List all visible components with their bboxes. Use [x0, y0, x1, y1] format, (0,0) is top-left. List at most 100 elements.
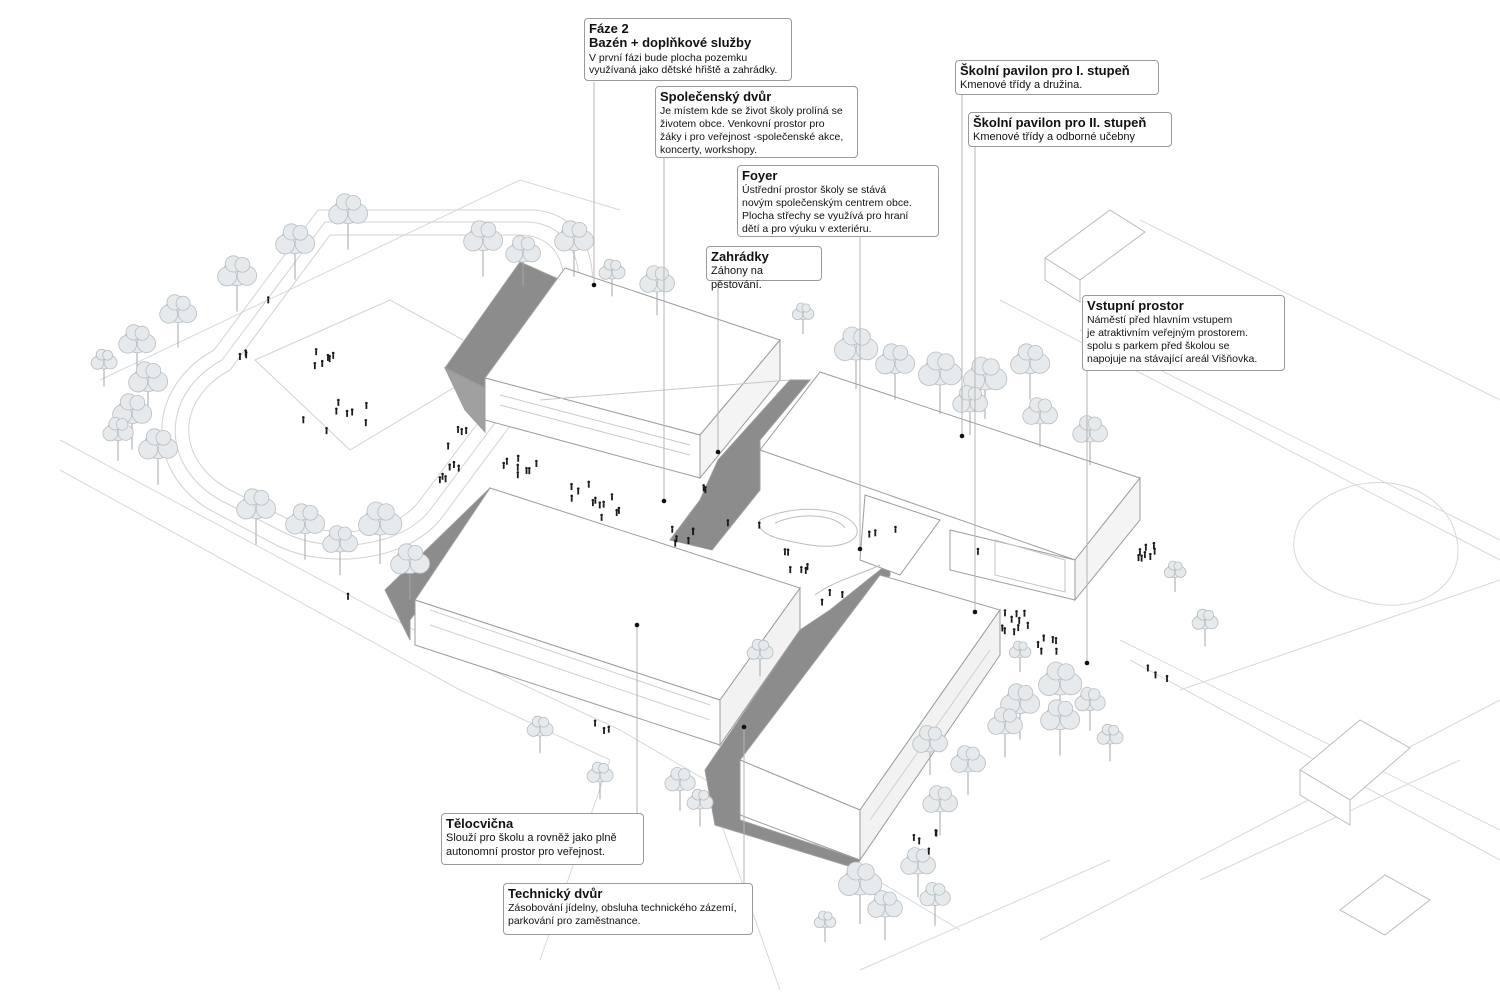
person — [1040, 647, 1043, 655]
person — [788, 565, 792, 574]
person — [266, 296, 270, 304]
person — [1138, 548, 1142, 556]
person — [675, 535, 678, 543]
person — [516, 454, 520, 462]
label-spolecensky-dvur-text: Je místem kde se život školy prolíná se … — [660, 105, 844, 156]
person — [502, 461, 506, 469]
person — [364, 419, 368, 427]
person — [238, 352, 242, 360]
person — [1036, 640, 1040, 649]
label-technicky-dvur-title: Technický dvůr — [508, 886, 603, 901]
person — [1146, 664, 1150, 672]
label-spolecensky-dvur-title: Společenský dvůr — [660, 89, 772, 104]
person — [1051, 635, 1055, 644]
person — [757, 521, 761, 529]
label-pavilon-2-title: Školní pavilon pro II. stupeň — [973, 115, 1147, 130]
tree — [285, 503, 326, 560]
people — [238, 296, 1169, 855]
foyer-connector — [539, 379, 812, 551]
tree — [1096, 723, 1124, 762]
person — [1140, 554, 1143, 562]
label-telocvicna-title: Tělocvična — [446, 816, 514, 831]
person — [806, 563, 809, 571]
label-zahradky-text: Záhony na pěstování. — [711, 265, 763, 291]
label-vstupni-prostor-text: Náměstí před hlavním vstupem je atraktiv… — [1087, 314, 1258, 365]
person — [456, 425, 460, 433]
label-foyer-text: Ústřední prostor školy se stává novým sp… — [742, 184, 912, 235]
person — [337, 398, 340, 406]
label-zahradky: Zahrádky Záhony na pěstování. — [706, 246, 822, 291]
tree — [746, 638, 774, 677]
tree — [159, 294, 197, 348]
person — [441, 472, 444, 480]
person — [687, 536, 690, 544]
tree — [791, 302, 815, 334]
person — [1144, 543, 1148, 551]
label-pavilon-2: Školní pavilon pro II. stupeň Kmenové tř… — [968, 112, 1172, 147]
person — [1152, 541, 1156, 549]
person — [1017, 616, 1021, 624]
label-telocvicna-text: Slouží pro školu a rovněž jako plně auto… — [446, 832, 617, 858]
label-vstupni-prostor-title: Vstupní prostor — [1087, 298, 1184, 313]
person — [448, 463, 451, 471]
person — [1003, 609, 1007, 617]
tree — [987, 707, 1023, 758]
person — [444, 475, 447, 483]
person — [610, 493, 614, 501]
person — [820, 598, 824, 606]
label-pavilon-2-text: Kmenové třídy a odborné učebny — [973, 131, 1136, 144]
person — [786, 548, 790, 556]
person — [460, 427, 463, 436]
tree — [1191, 608, 1219, 647]
person — [576, 487, 580, 495]
tree — [867, 890, 903, 941]
tree — [118, 324, 156, 378]
person — [927, 847, 931, 855]
label-vstupni-prostor: Vstupní prostor Náměstí před hlavním vst… — [1082, 295, 1285, 371]
person — [602, 726, 606, 735]
tree — [1008, 640, 1032, 672]
person — [783, 548, 787, 556]
person — [446, 442, 450, 450]
person — [505, 457, 509, 465]
tree — [686, 788, 714, 827]
label-pavilon-1-title: Školní pavilon pro I. stupeň — [960, 63, 1130, 78]
person — [314, 348, 318, 356]
label-faze-2-subtitle: Bazén + doplňkové služby — [589, 35, 752, 51]
label-pavilon-1: Školní pavilon pro I. stupeň Kmenové tří… — [955, 60, 1159, 95]
building-telocvicna — [384, 487, 801, 747]
person — [1012, 628, 1016, 636]
label-technicky-dvur-text: Zásobování jídelny, obsluha technického … — [508, 902, 737, 928]
tree — [102, 417, 134, 461]
label-spolecensky-dvur: Společenský dvůr Je místem kde se život … — [655, 86, 858, 158]
person — [670, 525, 674, 533]
tree — [90, 348, 118, 387]
person — [1003, 627, 1007, 635]
person — [841, 590, 844, 599]
label-faze-2-text: V první fázi bude plocha pozemku využíva… — [589, 51, 778, 77]
tree — [598, 258, 626, 297]
person — [607, 725, 611, 733]
tree — [875, 343, 916, 400]
label-pavilon-1-text: Kmenové třídy a družina. — [960, 79, 1083, 92]
person — [1165, 674, 1169, 683]
tree — [1022, 397, 1058, 448]
label-faze-2-title: Fáze 2 — [589, 21, 629, 36]
person — [828, 588, 832, 596]
person — [587, 480, 591, 488]
tree — [918, 351, 963, 414]
person — [591, 499, 595, 507]
person — [617, 506, 621, 514]
person — [464, 426, 468, 434]
person — [516, 463, 520, 471]
tree — [236, 488, 277, 545]
label-foyer-title: Foyer — [742, 168, 778, 183]
leader-lines — [593, 82, 1088, 884]
tree — [963, 356, 1008, 419]
tree — [1163, 560, 1187, 592]
tree — [664, 767, 696, 811]
person — [457, 464, 461, 472]
person — [976, 547, 980, 555]
person — [438, 476, 442, 484]
tree — [322, 525, 358, 576]
